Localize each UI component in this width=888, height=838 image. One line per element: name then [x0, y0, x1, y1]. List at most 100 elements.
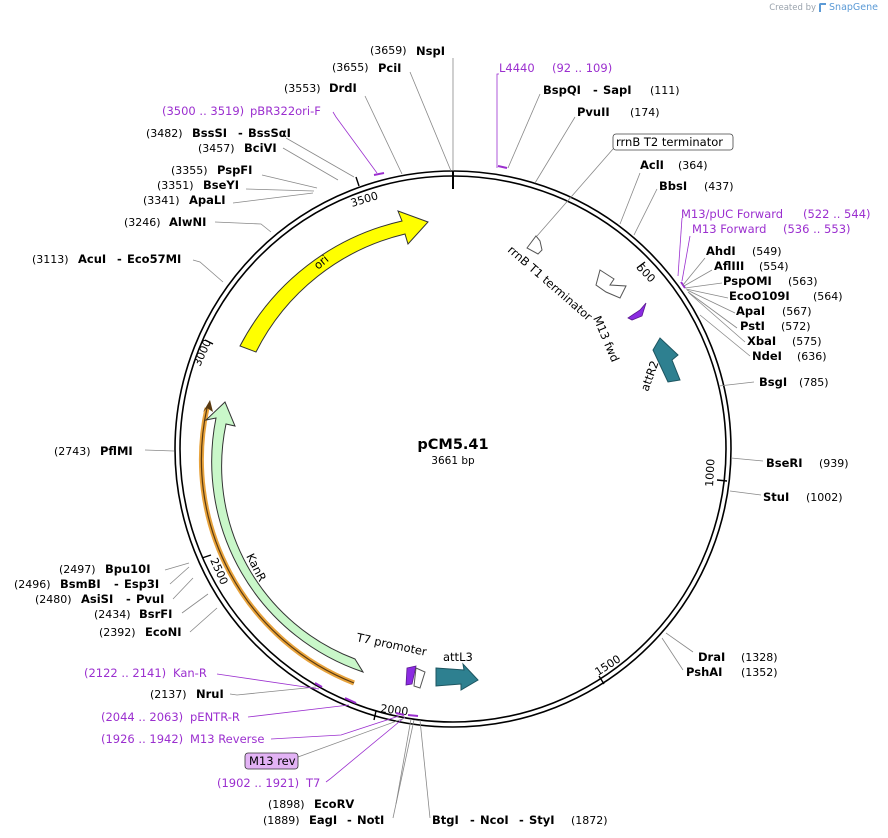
- enzyme-ecoo109i[interactable]: EcoO109I: [729, 289, 790, 303]
- rrnb-t1-feature-arrow[interactable]: [595, 269, 627, 299]
- enzyme-ecoo109i-pos: (564): [813, 290, 843, 303]
- enzyme-pspfi-pos: (3355): [171, 164, 208, 177]
- m13-rev-label[interactable]: M13 rev: [249, 754, 296, 768]
- enzyme-ndei[interactable]: NdeI: [752, 349, 782, 363]
- primer-kan-r-range: (2122 .. 2141): [84, 666, 166, 680]
- enzyme-afliii[interactable]: AflIII: [714, 259, 744, 273]
- enzyme-acli[interactable]: AclI: [640, 158, 664, 172]
- enzyme-acui[interactable]: AcuI: [78, 252, 106, 266]
- enzyme-alwni[interactable]: AlwNI: [169, 215, 206, 229]
- enzyme-afliii-pos: (554): [759, 260, 789, 273]
- enzyme-bseyi[interactable]: BseYI: [203, 178, 239, 192]
- enzyme-ndei-pos: (636): [797, 350, 827, 363]
- svg-text:-: -: [593, 83, 598, 97]
- enzyme-pvui[interactable]: PvuI: [136, 592, 164, 606]
- enzyme-bsssai[interactable]: BssSαI: [248, 126, 291, 140]
- ori-feature-arrow[interactable]: [239, 210, 429, 353]
- rrnb-t2-feature-arrow[interactable]: [526, 235, 543, 255]
- enzyme-pflmi[interactable]: PflMI: [100, 444, 133, 458]
- enzyme-ahdi-pos: (549): [752, 245, 782, 258]
- primer-pbr322ori-f[interactable]: pBR322ori-F: [250, 104, 321, 118]
- primer-pentr-r[interactable]: pENTR-R: [190, 710, 240, 724]
- enzyme-apali[interactable]: ApaLI: [189, 193, 226, 207]
- t7-promoter-white-feature[interactable]: [413, 667, 426, 689]
- m13-fwd-label: M13 fwd: [590, 314, 622, 364]
- enzyme-ncoi[interactable]: NcoI: [480, 813, 509, 827]
- enzyme-pcii-pos: (3655): [332, 61, 369, 74]
- enzyme-bsssi[interactable]: BssSI: [192, 126, 227, 140]
- primer-m13-reverse-range: (1926 .. 1942): [101, 732, 183, 746]
- t7-promoter-purple-feature[interactable]: [405, 665, 417, 686]
- enzyme-eagi-pos: (1889): [263, 814, 300, 827]
- enzyme-ahdi[interactable]: AhdI: [706, 244, 736, 258]
- enzyme-xbai-pos: (575): [792, 335, 822, 348]
- enzyme-bsrfi[interactable]: BsrFI: [139, 607, 172, 621]
- enzyme-bpu10i[interactable]: Bpu10I: [105, 562, 150, 576]
- enzyme-drai-pos: (1328): [741, 651, 778, 664]
- enzyme-pspomi[interactable]: PspOMI: [723, 274, 772, 288]
- enzyme-apai[interactable]: ApaI: [736, 304, 765, 318]
- enzyme-apai-pos: (567): [782, 305, 812, 318]
- enzyme-pspfi[interactable]: PspFI: [217, 163, 252, 177]
- enzyme-noti[interactable]: NotI: [357, 813, 384, 827]
- m13-fwd-feature[interactable]: [627, 302, 647, 321]
- svg-text:-: -: [470, 813, 475, 827]
- enzyme-pcii[interactable]: PciI: [378, 61, 401, 75]
- enzyme-bcivi[interactable]: BciVI: [244, 141, 277, 155]
- enzyme-psti[interactable]: PstI: [740, 319, 765, 333]
- svg-text:-: -: [126, 592, 131, 606]
- enzyme-esp3i[interactable]: Esp3I: [124, 577, 159, 591]
- primer-m13-forward-range: (536 .. 553): [783, 222, 851, 236]
- enzyme-econi[interactable]: EcoNI: [145, 625, 181, 639]
- enzyme-pshai[interactable]: PshAI: [686, 665, 722, 679]
- enzyme-bbsi-pos: (437): [704, 180, 734, 193]
- enzyme-pvuii[interactable]: PvuII: [577, 105, 610, 119]
- primer-m13-reverse[interactable]: M13 Reverse: [190, 732, 264, 746]
- primer-l4440[interactable]: L4440: [499, 61, 535, 75]
- enzyme-bsgi-pos: (785): [799, 376, 829, 389]
- attr2-feature-arrow[interactable]: [652, 337, 681, 383]
- enzyme-btgi[interactable]: BtgI: [432, 813, 459, 827]
- enzyme-styi[interactable]: StyI: [529, 813, 555, 827]
- enzyme-ecorv-pos: (1898): [268, 798, 305, 811]
- enzyme-xbai[interactable]: XbaI: [747, 334, 776, 348]
- enzyme-ecorv[interactable]: EcoRV: [314, 797, 354, 811]
- primer-l4440-range: (92 .. 109): [552, 61, 612, 75]
- m13-rev-label-box: [244, 752, 299, 770]
- credit-prefix: Created by: [769, 2, 817, 13]
- enzyme-bsmbi[interactable]: BsmBI: [60, 577, 101, 591]
- enzyme-nspi-pos: (3659): [370, 44, 407, 57]
- svg-text:-: -: [347, 813, 352, 827]
- primer-m13-forward[interactable]: M13 Forward: [692, 222, 766, 236]
- enzyme-stui[interactable]: StuI: [763, 490, 789, 504]
- enzyme-btgi-pos: (1872): [571, 814, 608, 827]
- tick-label-2000: 2000: [380, 702, 409, 718]
- primer-m13-puc-forward[interactable]: M13/pUC Forward: [681, 207, 783, 221]
- enzyme-eagi[interactable]: EagI: [309, 813, 337, 827]
- enzyme-bsgi[interactable]: BsgI: [759, 375, 787, 389]
- enzyme-drai[interactable]: DraI: [698, 650, 725, 664]
- enzyme-drdi-pos: (3553): [284, 82, 321, 95]
- enzyme-eco57mi[interactable]: Eco57MI: [127, 252, 181, 266]
- enzyme-sapi[interactable]: SapI: [603, 83, 632, 97]
- primer-t7[interactable]: T7: [305, 776, 320, 790]
- enzyme-bbsi[interactable]: BbsI: [659, 179, 687, 193]
- primer-kan-r[interactable]: Kan-R: [173, 666, 207, 680]
- enzyme-bspqi[interactable]: BspQI: [543, 83, 581, 97]
- attl3-feature-arrow[interactable]: [435, 662, 479, 691]
- enzyme-acli-pos: (364): [678, 159, 708, 172]
- enzyme-asisi-pos: (2480): [35, 593, 72, 606]
- enzyme-stui-pos: (1002): [806, 491, 843, 504]
- enzyme-nspi[interactable]: NspI: [416, 44, 445, 58]
- enzyme-bspqi-pos: (111): [650, 84, 680, 97]
- kanr-feature-arrow[interactable]: [204, 401, 365, 673]
- enzyme-alwni-pos: (3246): [124, 216, 161, 229]
- attl3-label: attL3: [443, 650, 473, 664]
- enzyme-bcivi-pos: (3457): [198, 142, 235, 155]
- enzyme-nrui[interactable]: NruI: [196, 687, 224, 701]
- enzyme-asisi[interactable]: AsiSI: [81, 592, 113, 606]
- kanr-orf-arrowhead: [203, 400, 213, 412]
- enzyme-drdi[interactable]: DrdI: [329, 81, 357, 95]
- enzyme-bseri[interactable]: BseRI: [766, 456, 803, 470]
